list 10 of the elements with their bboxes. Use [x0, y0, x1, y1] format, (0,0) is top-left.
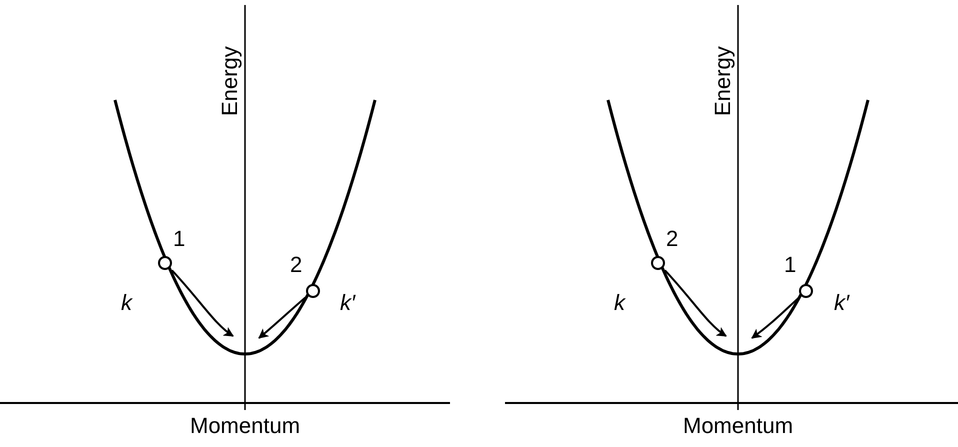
curved-arrow: [171, 270, 234, 337]
curved-arrow: [664, 270, 727, 337]
particle-circle: [799, 284, 813, 298]
curved-arrow: [258, 296, 306, 339]
curved-arrow: [751, 297, 800, 339]
axis-label: Energy: [712, 46, 734, 116]
particle-circle: [306, 284, 320, 298]
particle-circle: [651, 256, 665, 270]
particle-circle: [158, 256, 172, 270]
axis-label: Energy: [219, 46, 241, 116]
